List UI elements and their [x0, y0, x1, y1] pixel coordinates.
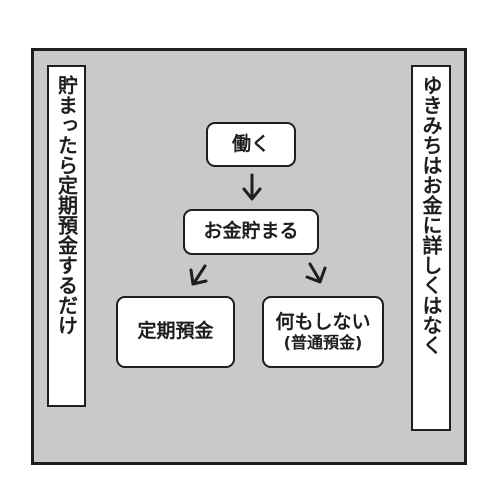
money-saved-node: お金貯まる	[183, 209, 319, 255]
comic-panel	[31, 48, 467, 465]
fixed-deposit-node: 定期預金	[116, 296, 235, 368]
fixed-deposit-label: 定期預金	[137, 320, 214, 343]
left-caption: 貯まったら定期預金するだけ	[47, 65, 86, 407]
ordinary-deposit-label: (普通預金)	[283, 332, 363, 352]
right-caption: ゆきみちはお金に詳しくはなく	[411, 65, 451, 431]
arrow-down-icon	[242, 173, 262, 201]
arrow-down-left-icon	[189, 264, 208, 286]
work-label: 働く	[231, 132, 270, 155]
arrow-down-right-icon	[305, 262, 327, 284]
do-nothing-node: 何もしない (普通預金)	[262, 296, 384, 368]
work-node: 働く	[206, 122, 296, 167]
do-nothing-label: 何もしない	[275, 310, 371, 333]
money-saved-label: お金貯まる	[203, 220, 299, 243]
